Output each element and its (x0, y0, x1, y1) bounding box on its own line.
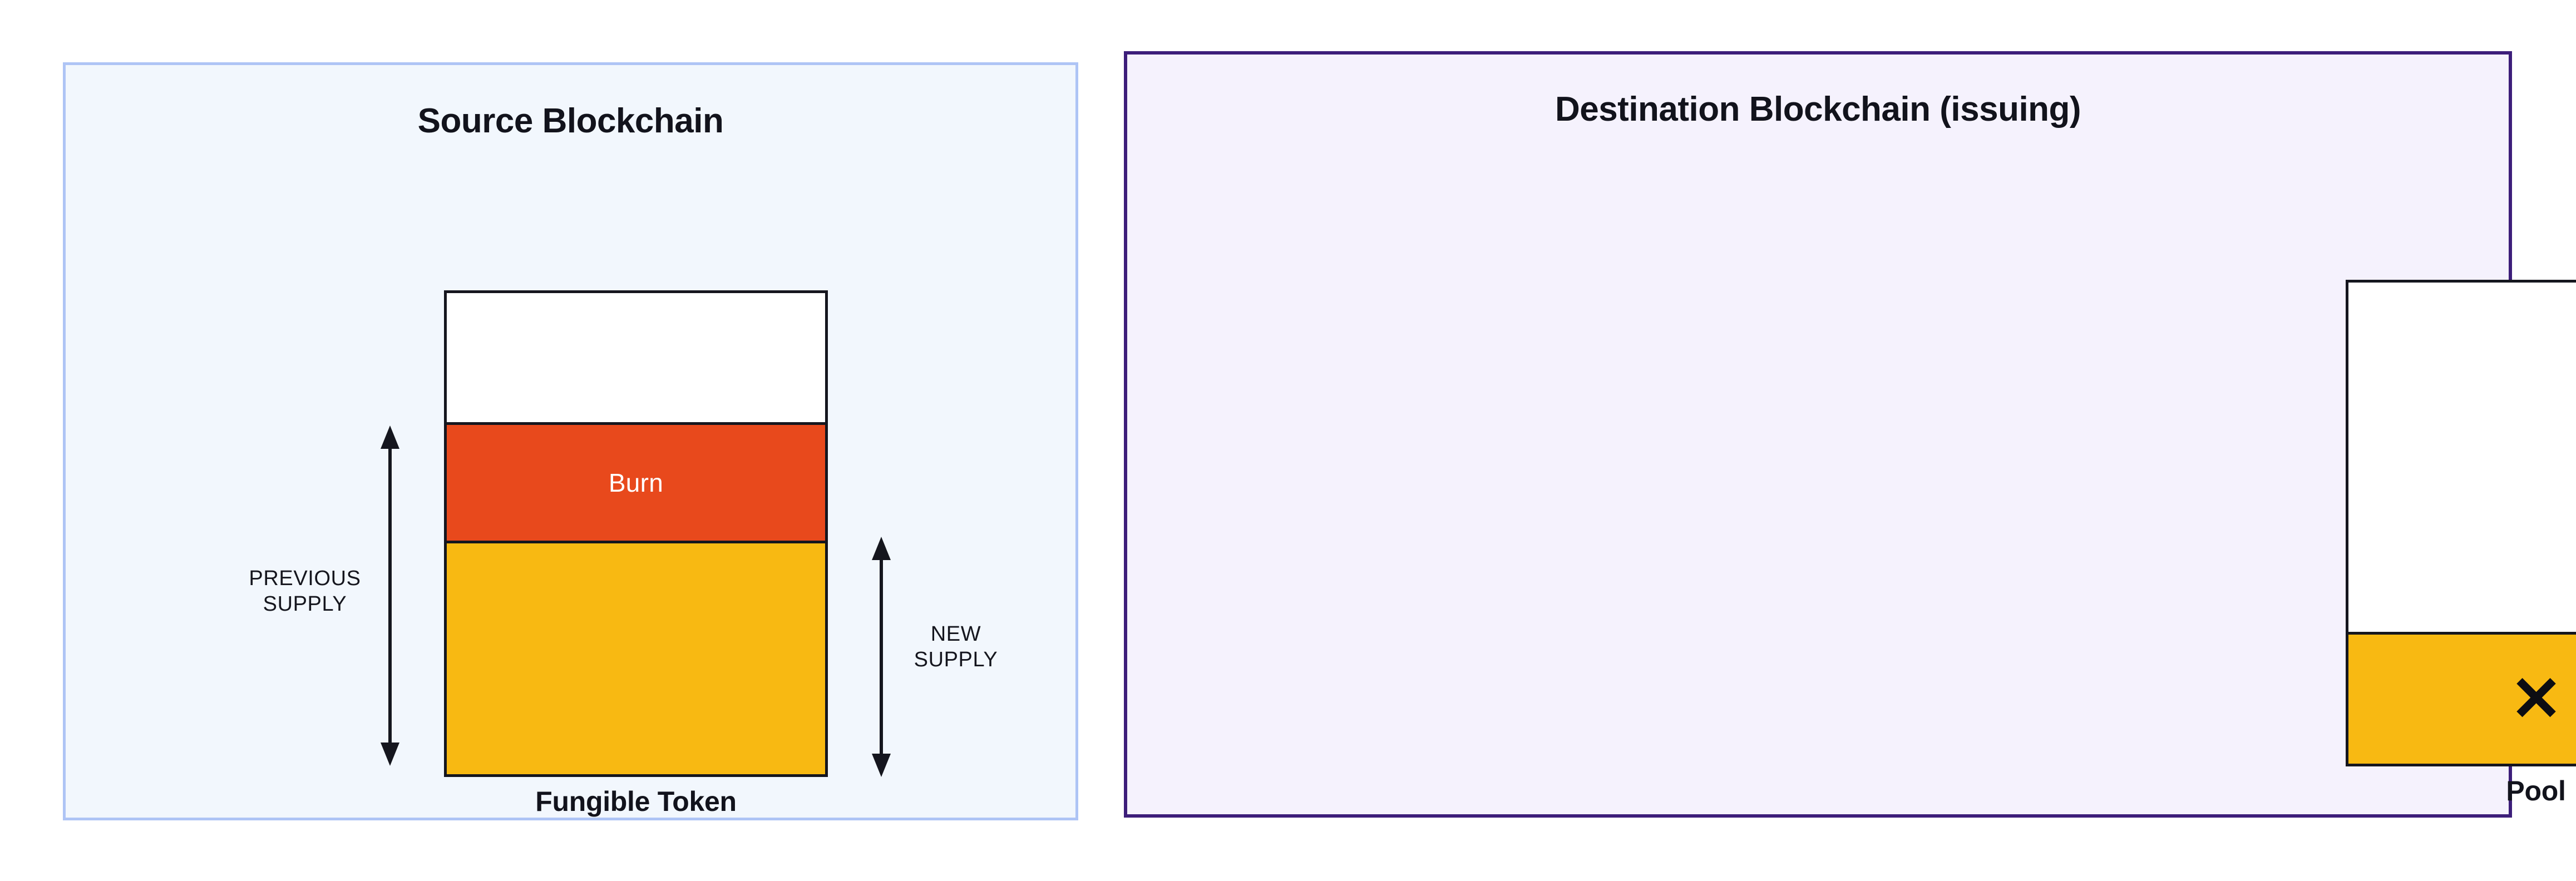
source-blockchain-panel: Source Blockchain Burn Fungible Token PR… (63, 62, 1078, 820)
new-supply-dimension-arrow (868, 537, 894, 777)
previous-supply-dimension-arrow (377, 425, 403, 766)
pool-bar: ✕ (2346, 280, 2576, 766)
source-bar-segment-remaining-supply (447, 540, 825, 774)
x-mark-icon: ✕ (2510, 664, 2563, 734)
source-panel-title: Source Blockchain (417, 102, 724, 140)
new-supply-label: NEW SUPPLY (914, 622, 998, 672)
previous-supply-label: PREVIOUS SUPPLY (249, 567, 361, 616)
source-bar-caption: Fungible Token (535, 786, 737, 817)
burn-label: Burn (608, 468, 664, 498)
destination-panel-title: Destination Blockchain (issuing) (1555, 90, 2081, 128)
source-bar-segment-burn: Burn (447, 422, 825, 541)
pool-segment-empty (2348, 283, 2576, 632)
source-fungible-token-bar: Burn (444, 290, 828, 777)
pool-segment-locked: ✕ (2348, 631, 2576, 764)
source-bar-segment-headroom (447, 293, 825, 423)
pool-caption: Pool (2506, 775, 2566, 806)
destination-blockchain-panel: Destination Blockchain (issuing) ✕ Pool … (1124, 51, 2576, 818)
